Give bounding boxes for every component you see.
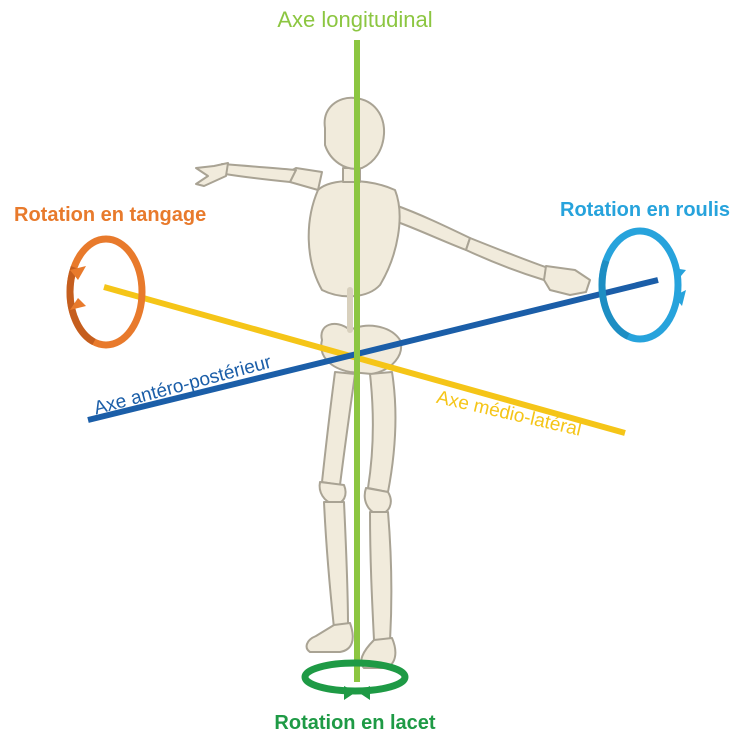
right-knee [365,488,391,514]
left-foot [307,623,353,652]
left-forearm [222,164,296,182]
right-shin [370,512,391,640]
right-forearm [466,238,548,280]
left-hand [196,163,228,186]
skeleton-figure [196,98,590,668]
right-upper-arm [392,205,470,250]
pitch-rotation-label: Rotation en tangage [14,205,206,225]
left-thigh [322,372,355,485]
left-shin [324,502,348,628]
right-hand [544,266,590,295]
yaw-rotation-label: Rotation en lacet [0,713,710,733]
left-knee [320,482,346,504]
right-thigh [368,372,395,492]
roll-rotation-label: Rotation en roulis [560,200,730,220]
longitudinal-axis-label: Axe longitudinal [0,9,710,31]
